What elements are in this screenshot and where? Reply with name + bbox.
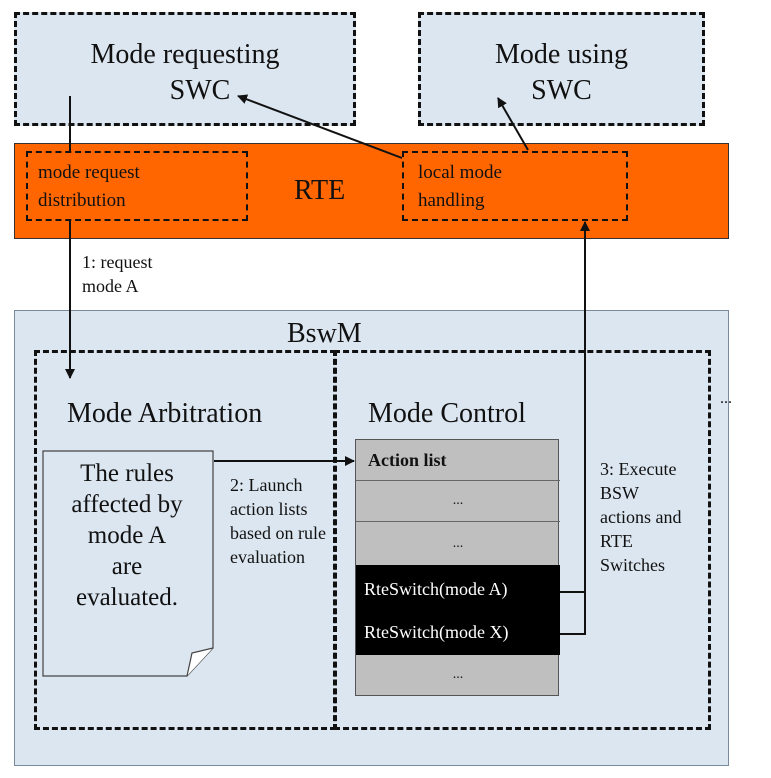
mode-request-distribution-box: mode request distribution <box>26 151 248 221</box>
mode-control-title: Mode Control <box>368 398 526 429</box>
mode-using-swc-line1: Mode using <box>495 39 628 70</box>
action-list-header-text: Action list <box>368 450 447 470</box>
mode-request-distribution-line1: mode request <box>38 162 140 183</box>
document-shape <box>42 450 214 677</box>
bswm-title: BswM <box>287 318 362 349</box>
document-note-line1: The rules <box>80 460 174 487</box>
step2-line3: based on rule <box>230 523 326 543</box>
mode-requesting-swc-line1: Mode requesting <box>90 39 280 70</box>
mode-requesting-swc-line2: SWC <box>169 75 231 106</box>
step1-line1: 1: request <box>82 252 153 272</box>
action-list-header: Action list <box>356 440 560 481</box>
action-list-row-1-text: ... <box>452 493 464 508</box>
document-note-line3: mode A <box>87 522 167 549</box>
step2-line1: 2: Launch <box>230 475 303 495</box>
step1-label: 1: request mode A <box>82 250 152 298</box>
step1-line2: mode A <box>82 276 139 296</box>
action-list-row-1: ... <box>356 481 560 522</box>
mode-requesting-swc: Mode requesting SWC <box>14 12 356 126</box>
step3-line1: 3: Execute <box>600 459 677 479</box>
mode-control-box <box>334 350 711 730</box>
local-mode-handling-box: local mode handling <box>402 151 628 221</box>
mode-using-swc-line2: SWC <box>531 75 592 106</box>
document-note-text: The rules affected by mode A are evaluat… <box>42 458 212 613</box>
step3-label: 3: Execute BSW actions and RTE Switches <box>600 457 681 577</box>
action-list-row-3: RteSwitch(mode A) <box>356 579 560 607</box>
action-list-table: Action list ... ... RteSwitch(mode A) Rt… <box>355 439 560 697</box>
document-note-line5: evaluated. <box>75 584 179 611</box>
step2-line4: evaluation <box>230 547 305 567</box>
action-list-row-5-text: ... <box>452 667 464 682</box>
action-list-row-4-text: RteSwitch(mode X) <box>364 622 509 642</box>
document-note-line2: affected by <box>71 491 183 518</box>
step3-line5: Switches <box>600 555 665 575</box>
mode-arbitration-title: Mode Arbitration <box>67 398 263 429</box>
action-list-row-4: RteSwitch(mode X) <box>356 622 560 650</box>
local-mode-handling-line1: local mode <box>418 162 502 183</box>
local-mode-handling-line2: handling <box>418 190 485 211</box>
action-list-row-2: ... <box>356 522 560 565</box>
document-note-line4: are <box>111 553 143 580</box>
action-list-black-block <box>356 565 560 655</box>
step3-line3: actions and <box>600 507 682 527</box>
mode-using-swc: Mode using SWC <box>418 12 705 126</box>
step2-label: 2: Launch action lists based on rule eva… <box>230 473 326 569</box>
step3-line2: BSW <box>600 483 640 503</box>
rte-bar <box>14 143 729 239</box>
action-list-row-2-text: ... <box>452 536 464 551</box>
step2-line2: action lists <box>230 499 308 519</box>
action-list-row-5: ... <box>356 655 560 697</box>
ellipsis-right: ... <box>720 390 732 407</box>
mode-request-distribution-line2: distribution <box>38 190 126 211</box>
action-list-row-3-text: RteSwitch(mode A) <box>364 579 508 599</box>
rte-label: RTE <box>294 175 346 206</box>
step3-line4: RTE <box>600 531 633 551</box>
